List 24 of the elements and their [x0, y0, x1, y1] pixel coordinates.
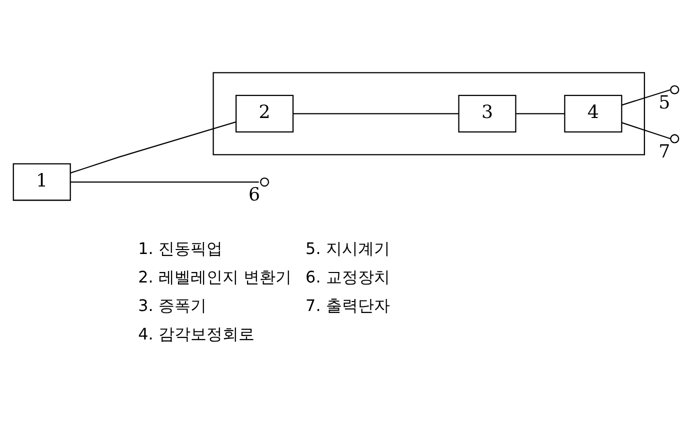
node-box: 4: [564, 94, 622, 132]
label: 5. 지시계기: [306, 239, 390, 258]
connector: [622, 122, 671, 140]
node-label: 5: [658, 92, 670, 114]
connector: [70, 181, 259, 183]
node-label: 7: [658, 141, 670, 162]
label: 6. 교정장치: [306, 267, 390, 286]
connector: [70, 121, 236, 174]
label: 1. 진동픽업: [138, 239, 222, 258]
node-box: 1: [12, 163, 71, 201]
node-circle: [260, 177, 270, 187]
label: 2. 레벨레인지 변환기: [138, 267, 292, 286]
cluster: [212, 72, 646, 156]
node-label: 6: [248, 184, 260, 206]
label: 3. 증폭기: [138, 296, 206, 315]
connector: [622, 89, 671, 106]
node-box: 3: [458, 94, 516, 132]
label: 4. 감각보정회로: [138, 324, 254, 344]
label: 7. 출력단자: [306, 296, 390, 315]
node-box: 2: [236, 94, 294, 132]
connector: [516, 113, 565, 114]
connector: [293, 113, 459, 114]
node-circle: [670, 85, 680, 94]
node-circle: [670, 134, 680, 144]
